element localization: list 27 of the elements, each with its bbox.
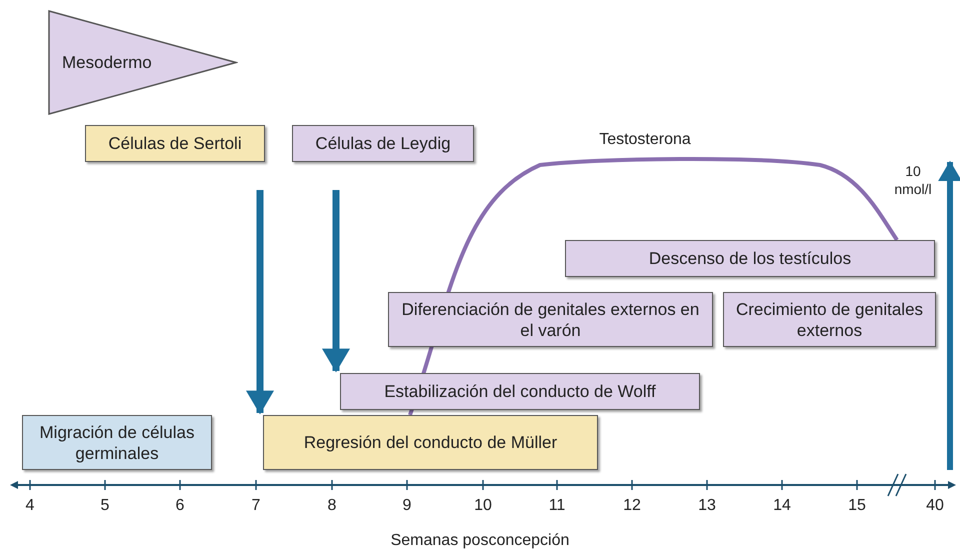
process-box: Crecimiento de genitales externos xyxy=(723,292,936,347)
process-box: Células de Leydig xyxy=(292,125,474,162)
tick-label: 9 xyxy=(402,496,412,515)
curve-label: Testosterona xyxy=(598,130,692,149)
tick-label: 7 xyxy=(250,496,262,515)
process-box: Migración de células germinales xyxy=(22,415,212,470)
arrow xyxy=(322,190,350,372)
scale-label: 10 nmol/l xyxy=(893,162,933,198)
tick-label: 5 xyxy=(100,496,110,515)
tick-label: 8 xyxy=(326,496,338,515)
arrow xyxy=(246,190,274,414)
tick-label: 12 xyxy=(622,496,642,515)
process-box: Regresión del conducto de Müller xyxy=(263,415,598,470)
process-box: Diferenciación de genitales externos en el varón xyxy=(388,292,713,347)
process-box: Descenso de los testículos xyxy=(565,240,935,277)
tick-label: 40 xyxy=(925,496,945,515)
tick-label: 13 xyxy=(697,496,717,515)
node-label: Mesodermo xyxy=(62,52,152,72)
tick-label: 14 xyxy=(772,496,792,515)
tick-label: 6 xyxy=(174,496,186,515)
tick-label: 11 xyxy=(548,496,566,515)
tick-label: 4 xyxy=(24,496,36,515)
process-box: Estabilización del conducto de Wolff xyxy=(340,373,700,410)
tick-label: 10 xyxy=(473,496,493,515)
axis-title: Semanas posconcepción xyxy=(390,531,570,550)
tick-label: 15 xyxy=(847,496,867,515)
process-box: Células de Sertoli xyxy=(85,125,265,162)
